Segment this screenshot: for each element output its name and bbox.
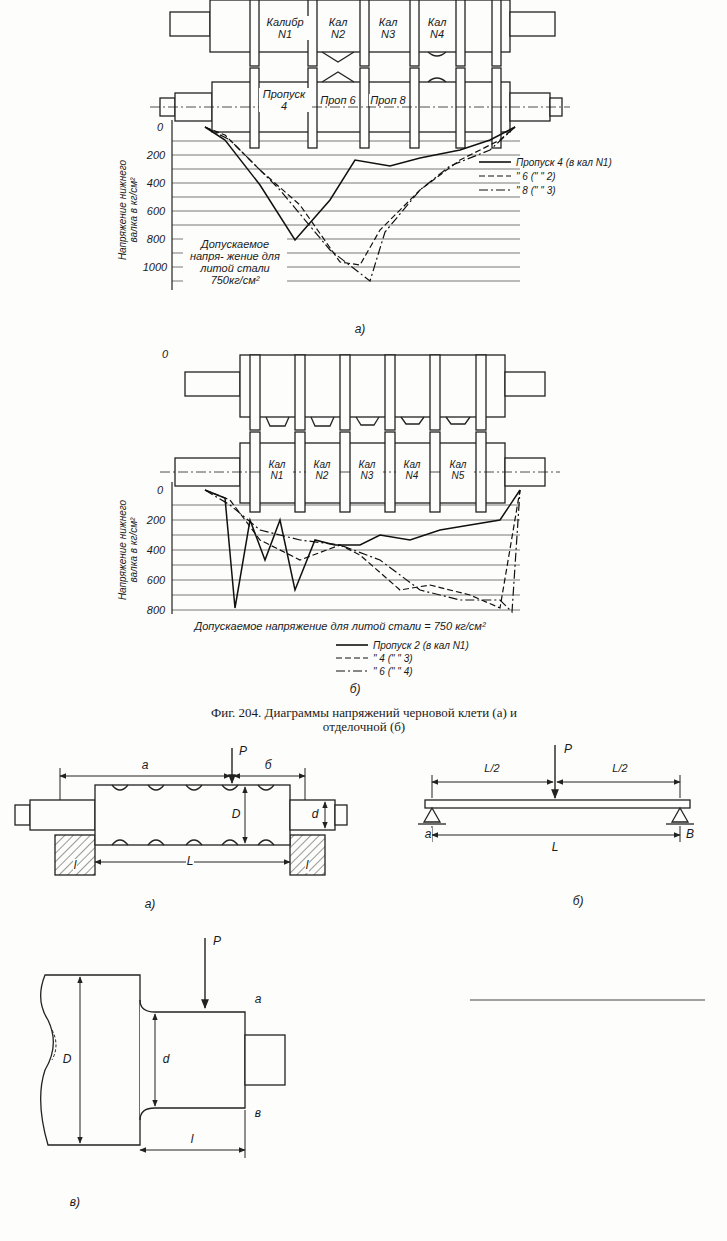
legend-text: " 8 (" " 3) [516, 185, 556, 196]
legend-entry: Пропуск 4 (в кал N1) [478, 157, 612, 168]
caliber-label: Кал N2 [321, 16, 355, 40]
caliber-label: Калибр N1 [260, 16, 310, 40]
caliber-label: Кал N5 [442, 459, 474, 481]
dimension-label: D [62, 1053, 73, 1066]
axis-tick: 600 [146, 574, 166, 586]
caliber-label: Кал N3 [351, 459, 383, 481]
caliber-label: Кал N4 [396, 459, 428, 481]
force-label: P [212, 935, 222, 948]
dimension-label: d [311, 808, 320, 821]
axis-title: Напряжение нижнего валка в кг/см² [117, 151, 139, 269]
legend-swatch [335, 641, 369, 649]
support-label: а [424, 828, 433, 841]
legend-entry: Пропуск 2 (в кал N1) [335, 640, 469, 651]
dimension-label: L/2 [483, 762, 500, 774]
allowable-stress-note: Допускаемое напряжение для литой стали =… [193, 620, 486, 632]
caliber-label: Кал N4 [420, 16, 454, 40]
axis-tick: 600 [146, 205, 166, 217]
dimension-label: L [551, 841, 560, 854]
allowable-stress-note: Допускаемое напря- жение для литой стали… [183, 238, 287, 286]
subfigure-label: в) [69, 1196, 81, 1209]
pass-label: Проп 6 [319, 94, 357, 106]
axis-tick: 200 [146, 149, 166, 161]
dimension-label: l [305, 859, 310, 872]
point-label: в [254, 1107, 262, 1120]
axis-tick: 0 [156, 121, 164, 133]
legend-swatch [478, 158, 512, 166]
axis-title: Напряжение нижнего валка в кг/см² [117, 491, 139, 609]
pass-label: Пропуск 4 [259, 88, 309, 112]
caliber-label: Кал N2 [306, 459, 338, 481]
force-label: P [238, 745, 248, 758]
subfigure-label: а) [354, 323, 367, 336]
axis-tick: 800 [146, 233, 166, 245]
axis-tick: 200 [146, 514, 166, 526]
support-label: В [685, 828, 695, 841]
pass-label: Проп 8 [369, 94, 407, 106]
legend-text: " 4 (" " 3) [373, 653, 413, 664]
dimension-label: l [73, 859, 78, 872]
axis-tick: 1000 [142, 261, 168, 273]
legend-text: Пропуск 2 (в кал N1) [373, 640, 469, 651]
dimension-label: D [231, 808, 242, 821]
legend-entry: " 4 (" " 3) [335, 653, 413, 664]
subfigure-label: а) [144, 898, 157, 911]
dimension-label: а [141, 759, 150, 772]
legend-entry: " 6 (" " 2) [478, 171, 556, 182]
legend-text: " 6 (" " 4) [373, 666, 413, 677]
axis-tick: 800 [146, 604, 166, 616]
caliber-label: Кал N1 [261, 459, 293, 481]
figure-caption: Фиг. 204. Диаграммы напряжений черновой … [199, 706, 529, 735]
dimension-label: L [186, 855, 195, 868]
subfigure-label: б) [572, 895, 585, 908]
axis-tick: 400 [146, 177, 166, 189]
axis-tick: 400 [146, 544, 166, 556]
dimension-label: l [190, 1133, 195, 1146]
legend-swatch [335, 667, 369, 675]
legend-entry: " 6 (" " 4) [335, 666, 413, 677]
legend-swatch [478, 172, 512, 180]
legend-swatch [335, 654, 369, 662]
caliber-label: Кал N3 [371, 16, 405, 40]
dimension-label: d [162, 1053, 171, 1066]
legend-swatch [478, 186, 512, 194]
point-label: а [254, 993, 263, 1006]
axis-tick: 0 [161, 348, 169, 360]
dimension-label: L/2 [611, 762, 628, 774]
subfigure-label: б) [349, 683, 362, 696]
legend-text: Пропуск 4 (в кал N1) [516, 157, 612, 168]
legend-text: " 6 (" " 2) [516, 171, 556, 182]
force-label: P [563, 743, 573, 756]
dimension-label: б [264, 759, 273, 772]
legend-entry: " 8 (" " 3) [478, 185, 556, 196]
axis-tick: 0 [156, 484, 164, 496]
